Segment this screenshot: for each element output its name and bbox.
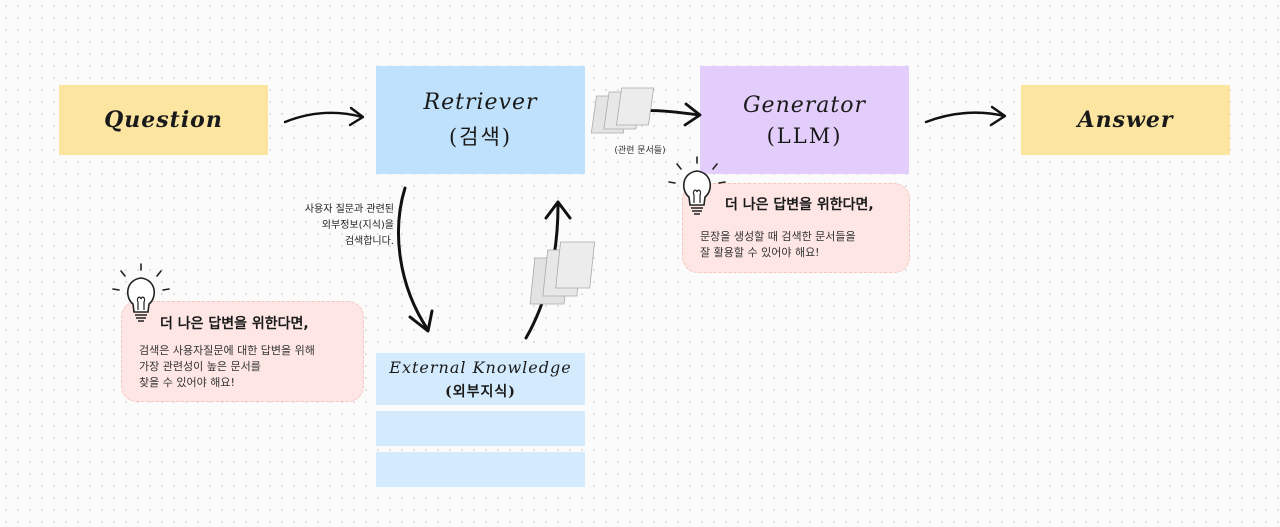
external-knowledge-title: External Knowledge: [389, 357, 572, 377]
arrow-icon: [283, 106, 365, 127]
answer-label: Answer: [1077, 107, 1174, 133]
external-knowledge-node: External Knowledge (외부지식): [376, 353, 585, 405]
lightbulb-icon: [112, 263, 170, 322]
knowledge-slot: [376, 452, 585, 487]
search-description: 사용자 질문과 관련된 외부정보(지식)을 검색합니다.: [304, 204, 394, 247]
retriever-subtitle: (검색): [448, 124, 513, 149]
arrow-icon: [397, 186, 434, 333]
note-title: 더 나은 답변을 위한다면,: [725, 197, 874, 213]
generator-node: Generator (LLM): [700, 66, 909, 174]
external-knowledge-subtitle: (외부지식): [445, 383, 516, 400]
arrow-icon: [924, 105, 1007, 127]
note-title: 더 나은 답변을 위한다면,: [160, 316, 309, 332]
knowledge-slot: [376, 411, 585, 446]
question-node: Question: [59, 85, 268, 155]
retriever-title: Retriever: [423, 89, 538, 115]
generator-title: Generator: [742, 92, 867, 118]
lightbulb-icon: [668, 156, 726, 215]
note-body: 문장을 생성할 때 검색한 문서들을 잘 활용할 수 있어야 해요!: [700, 230, 856, 259]
document-stack-icon: [590, 87, 655, 134]
answer-node: Answer: [1021, 85, 1230, 155]
retriever-node: Retriever (검색): [376, 66, 585, 174]
generator-tip-note: 더 나은 답변을 위한다면, 문장을 생성할 때 검색한 문서들을 잘 활용할 …: [682, 183, 910, 273]
related-docs-label: (관련 문서들): [614, 146, 666, 156]
note-body: 검색은 사용자질문에 대한 답변을 위해 가장 관련성이 높은 문서를 찾을 수…: [139, 344, 315, 389]
document-stack-icon: [529, 241, 596, 305]
generator-subtitle: (LLM): [766, 123, 843, 148]
retriever-tip-note: 더 나은 답변을 위한다면, 검색은 사용자질문에 대한 답변을 위해 가장 관…: [121, 301, 364, 402]
question-label: Question: [104, 107, 223, 133]
